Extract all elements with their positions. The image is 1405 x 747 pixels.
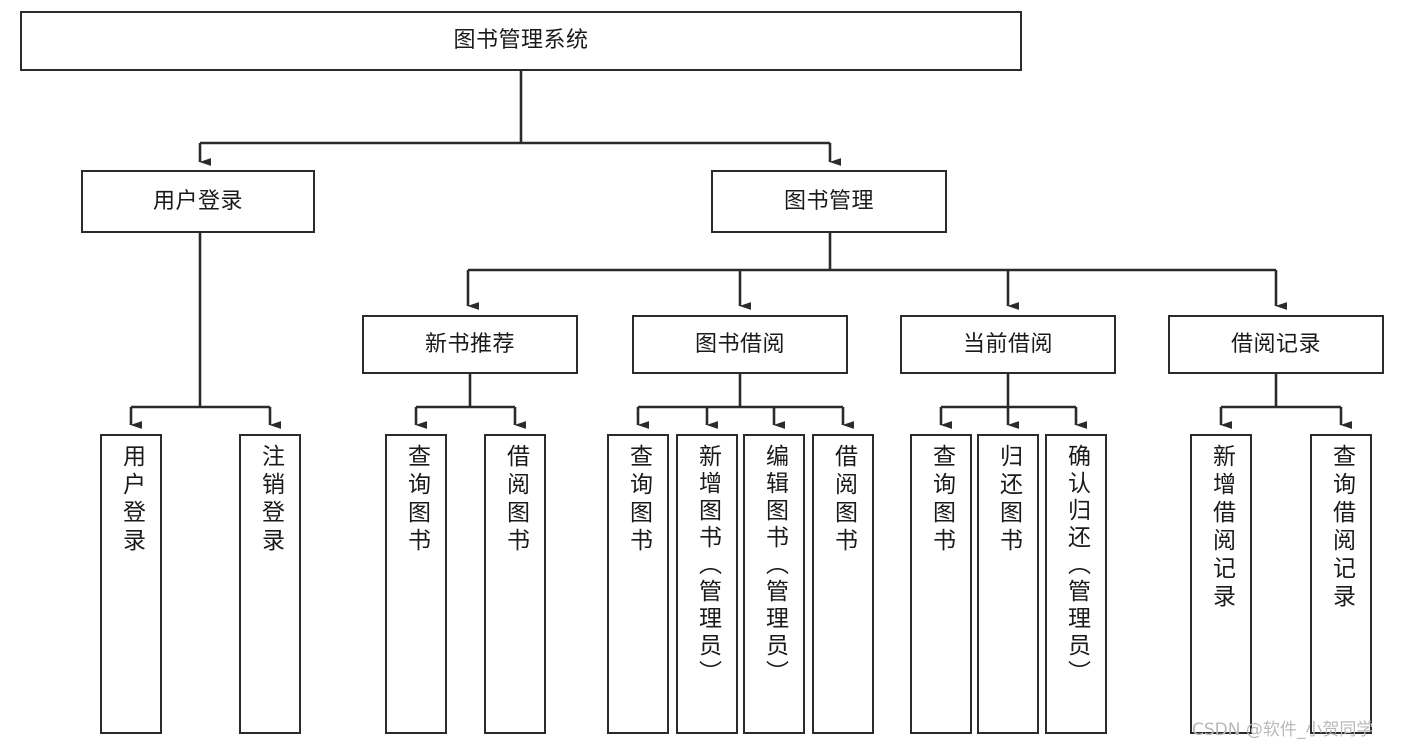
leaf-add-book-admin[interactable]: 新增图书（管理员） bbox=[676, 434, 738, 734]
node-label: 借阅图书 bbox=[830, 444, 857, 556]
node-label: 借阅图书 bbox=[502, 444, 529, 556]
leaf-logout-login[interactable]: 注销登录 bbox=[239, 434, 301, 734]
node-label: 新增借阅记录 bbox=[1208, 444, 1235, 612]
node-label: 查询图书 bbox=[403, 444, 430, 556]
node-root-system[interactable]: 图书管理系统 bbox=[20, 11, 1022, 71]
leaf-query-book-recommend[interactable]: 查询图书 bbox=[385, 434, 447, 734]
leaf-query-borrow-record[interactable]: 查询借阅记录 bbox=[1310, 434, 1372, 734]
node-label: 查询借阅记录 bbox=[1328, 444, 1355, 612]
node-label: 编辑图书（管理员） bbox=[761, 444, 788, 687]
node-label: 查询图书 bbox=[928, 444, 955, 556]
node-current-borrow[interactable]: 当前借阅 bbox=[900, 315, 1116, 374]
node-label: 用户登录 bbox=[152, 188, 243, 214]
node-label: 确认归还（管理员） bbox=[1063, 444, 1090, 687]
node-label: 当前借阅 bbox=[962, 331, 1053, 357]
node-label: 图书借阅 bbox=[694, 331, 785, 357]
node-label: 新书推荐 bbox=[424, 331, 515, 357]
leaf-query-book-current[interactable]: 查询图书 bbox=[910, 434, 972, 734]
node-label: 归还图书 bbox=[995, 444, 1022, 556]
leaf-confirm-return-admin[interactable]: 确认归还（管理员） bbox=[1045, 434, 1107, 734]
leaf-edit-book-admin[interactable]: 编辑图书（管理员） bbox=[743, 434, 805, 734]
node-label: 查询图书 bbox=[625, 444, 652, 556]
node-user-login[interactable]: 用户登录 bbox=[81, 170, 315, 233]
node-label: 新增图书（管理员） bbox=[694, 444, 721, 687]
node-new-book-recommend[interactable]: 新书推荐 bbox=[362, 315, 578, 374]
leaf-borrow-book[interactable]: 借阅图书 bbox=[812, 434, 874, 734]
leaf-query-book-borrow[interactable]: 查询图书 bbox=[607, 434, 669, 734]
node-label: 用户登录 bbox=[118, 444, 145, 556]
node-book-borrow[interactable]: 图书借阅 bbox=[632, 315, 848, 374]
leaf-add-borrow-record[interactable]: 新增借阅记录 bbox=[1190, 434, 1252, 734]
node-label: 借阅记录 bbox=[1230, 331, 1321, 357]
leaf-return-book[interactable]: 归还图书 bbox=[977, 434, 1039, 734]
leaf-user-login[interactable]: 用户登录 bbox=[100, 434, 162, 734]
node-borrow-record[interactable]: 借阅记录 bbox=[1168, 315, 1384, 374]
node-label: 注销登录 bbox=[257, 444, 284, 556]
node-label: 图书管理 bbox=[783, 188, 874, 214]
csdn-watermark: CSDN @软件_小贺同学 bbox=[1192, 720, 1374, 740]
leaf-borrow-book-recommend[interactable]: 借阅图书 bbox=[484, 434, 546, 734]
node-label: 图书管理系统 bbox=[453, 28, 589, 54]
node-book-management[interactable]: 图书管理 bbox=[711, 170, 947, 233]
